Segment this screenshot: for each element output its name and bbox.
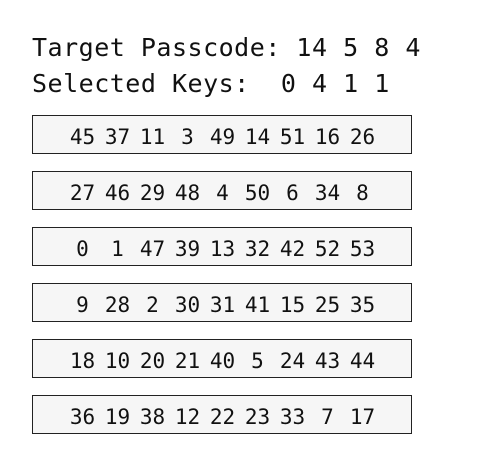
keypad-key[interactable]: 2 [146,293,159,317]
selected-keys-label: Selected Keys: [32,69,250,98]
keypad-key[interactable]: 5 [251,349,264,373]
key-row: 45 37 11 3 49 14 51 16 26 [32,115,412,154]
keypad-key[interactable]: 36 [69,405,96,429]
keypad-key[interactable]: 17 [349,405,376,429]
keypad-key[interactable]: 6 [286,181,299,205]
keypad-key[interactable]: 3 [181,125,194,149]
target-digit: 8 [374,33,390,62]
keypad-key[interactable]: 0 [76,237,89,261]
keypad-key[interactable]: 51 [279,125,306,149]
keypad-key[interactable]: 24 [279,349,306,373]
keypad-key[interactable]: 9 [76,293,89,317]
keypad-key[interactable]: 15 [279,293,306,317]
keypad-key[interactable]: 26 [349,125,376,149]
keypad-key[interactable]: 14 [244,125,271,149]
keypad-key[interactable]: 7 [321,405,334,429]
target-passcode-line: Target Passcode: 14 5 8 4 [32,33,421,63]
selected-digit: 1 [343,69,359,98]
target-digit: 5 [343,33,359,62]
keypad-key[interactable]: 50 [244,181,271,205]
keypad-key[interactable]: 45 [69,125,96,149]
keypad-key[interactable]: 47 [139,237,166,261]
keypad-key[interactable]: 20 [139,349,166,373]
keypad-key[interactable]: 38 [139,405,166,429]
keypad-key[interactable]: 30 [174,293,201,317]
key-row: 9 28 2 30 31 41 15 25 35 [32,283,412,322]
keypad-key[interactable]: 10 [104,349,131,373]
keypad-key[interactable]: 28 [104,293,131,317]
keypad-key[interactable]: 49 [209,125,236,149]
keypad-key[interactable]: 13 [209,237,236,261]
keypad-key[interactable]: 52 [314,237,341,261]
keypad-key[interactable]: 34 [314,181,341,205]
keypad-key[interactable]: 35 [349,293,376,317]
keypad-key[interactable]: 29 [139,181,166,205]
keypad-key[interactable]: 33 [279,405,306,429]
keypad-key[interactable]: 16 [314,125,341,149]
target-digit: 14 [296,33,328,62]
keypad-key[interactable]: 23 [244,405,271,429]
keypad-key[interactable]: 48 [174,181,201,205]
keypad-key[interactable]: 39 [174,237,201,261]
keypad-key[interactable]: 37 [104,125,131,149]
keypad-key[interactable]: 19 [104,405,131,429]
keypad-key[interactable]: 31 [209,293,236,317]
keypad-key[interactable]: 46 [104,181,131,205]
selected-keys-line: Selected Keys: 0 4 1 1 [32,69,390,99]
key-row: 18 10 20 21 40 5 24 43 44 [32,339,412,378]
selected-digit: 0 [280,69,297,98]
keypad-key[interactable]: 22 [209,405,236,429]
keypad-key[interactable]: 12 [174,405,201,429]
target-passcode-label: Target Passcode: [32,33,281,62]
keypad-key[interactable]: 8 [356,181,369,205]
keypad-key[interactable]: 21 [174,349,201,373]
keypad-key[interactable]: 18 [69,349,96,373]
keypad-key[interactable]: 32 [244,237,271,261]
keypad-key[interactable]: 41 [244,293,271,317]
key-row: 36 19 38 12 22 23 33 7 17 [32,395,412,434]
keypad-key[interactable]: 4 [216,181,229,205]
keypad-key[interactable]: 1 [111,237,124,261]
keypad-key[interactable]: 43 [314,349,341,373]
keypad-key[interactable]: 42 [279,237,306,261]
keypad-key[interactable]: 27 [69,181,96,205]
key-row: 27 46 29 48 4 50 6 34 8 [32,171,412,210]
selected-digit: 4 [311,69,328,98]
selected-digit: 1 [374,69,390,98]
keypad-key[interactable]: 40 [209,349,236,373]
target-digit: 4 [405,33,421,62]
keypad-key[interactable]: 53 [349,237,376,261]
keypad-key[interactable]: 11 [139,125,166,149]
keypad-key[interactable]: 25 [314,293,341,317]
keypad-key[interactable]: 44 [349,349,376,373]
